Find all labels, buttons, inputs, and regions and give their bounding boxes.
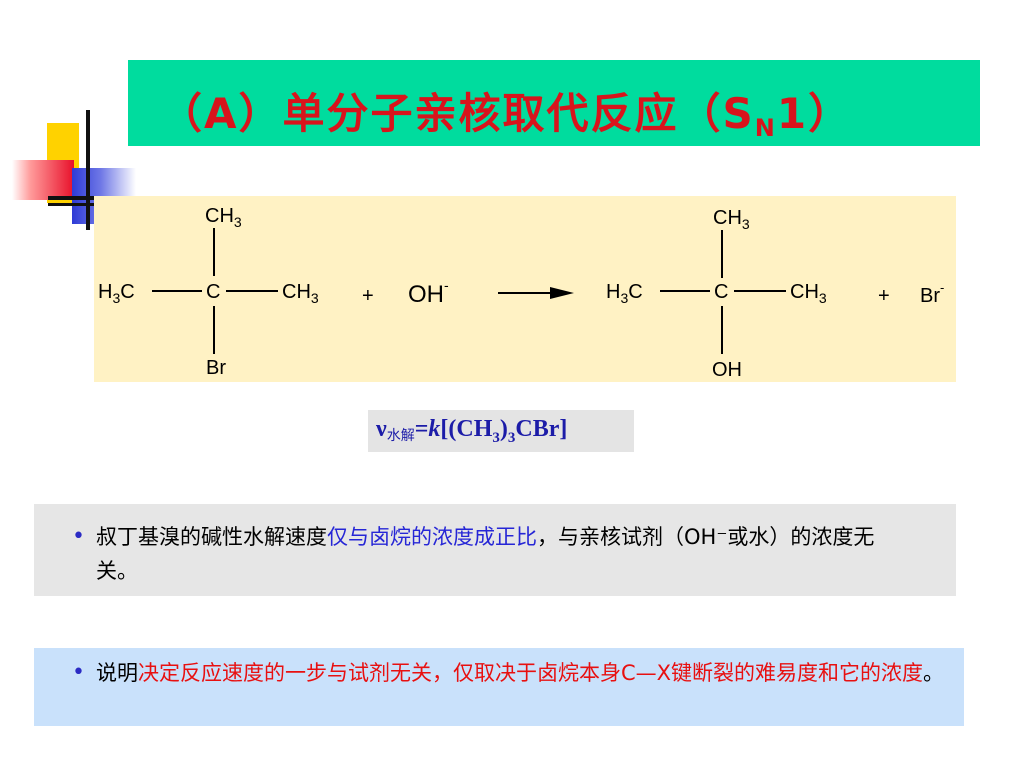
byproduct: Br- <box>920 280 944 307</box>
reaction-arrow <box>498 287 574 299</box>
product-structure: CH3 H3C C CH3 OH <box>606 207 827 381</box>
reagent: OH- <box>408 277 449 308</box>
note-box-1 <box>34 504 956 596</box>
highlight-text: 仅与卤烷的浓度成正比 <box>327 525 537 549</box>
title-bar <box>128 60 980 146</box>
note-text-1: •叔丁基溴的碱性水解速度仅与卤烷的浓度成正比，与亲核试剂（OH⁻或水）的浓度无关… <box>72 520 916 588</box>
plus-sign: + <box>878 285 890 307</box>
reaction-equation: CH3 H3C C CH3 Br + OH- CH3 H3C C CH3 OH … <box>98 205 944 381</box>
product-left-group: H3C <box>606 281 643 306</box>
page-title: （A）单分子亲核取代反应（SN1） <box>160 89 853 142</box>
reactant-top-group: CH3 <box>205 205 242 230</box>
rate-equation-box <box>368 410 634 452</box>
bullet-icon: • <box>72 660 85 685</box>
bullet-icon: • <box>72 524 85 549</box>
reactant-left-group: H3C <box>98 281 135 306</box>
highlight-text: 决定反应速度的一步与试剂无关，仅取决于卤烷本身C—X键断裂的难易度和它的浓度 <box>138 661 924 685</box>
plus-sign: + <box>362 285 374 307</box>
decor-horizontal-line <box>48 203 94 206</box>
decor-vertical-line <box>86 110 90 230</box>
note-text-2: •说明决定反应速度的一步与试剂无关，仅取决于卤烷本身C—X键断裂的难易度和它的浓… <box>72 656 946 690</box>
decor-red-block <box>12 160 74 200</box>
product-right-group: CH3 <box>790 281 827 306</box>
note-box-2 <box>34 648 964 726</box>
decor-horizontal-line <box>48 196 94 200</box>
product-top-group: CH3 <box>713 207 750 232</box>
reaction-panel <box>94 196 956 382</box>
reactant-structure: CH3 H3C C CH3 Br <box>98 205 319 379</box>
product-bottom-group: OH <box>712 359 742 381</box>
product-center-atom: C <box>714 281 728 303</box>
reactant-center-atom: C <box>206 281 220 303</box>
reactant-right-group: CH3 <box>282 281 319 306</box>
rate-equation: ν水解=k[(CH3)3CBr] <box>376 416 568 446</box>
reactant-bottom-group: Br <box>206 357 226 379</box>
